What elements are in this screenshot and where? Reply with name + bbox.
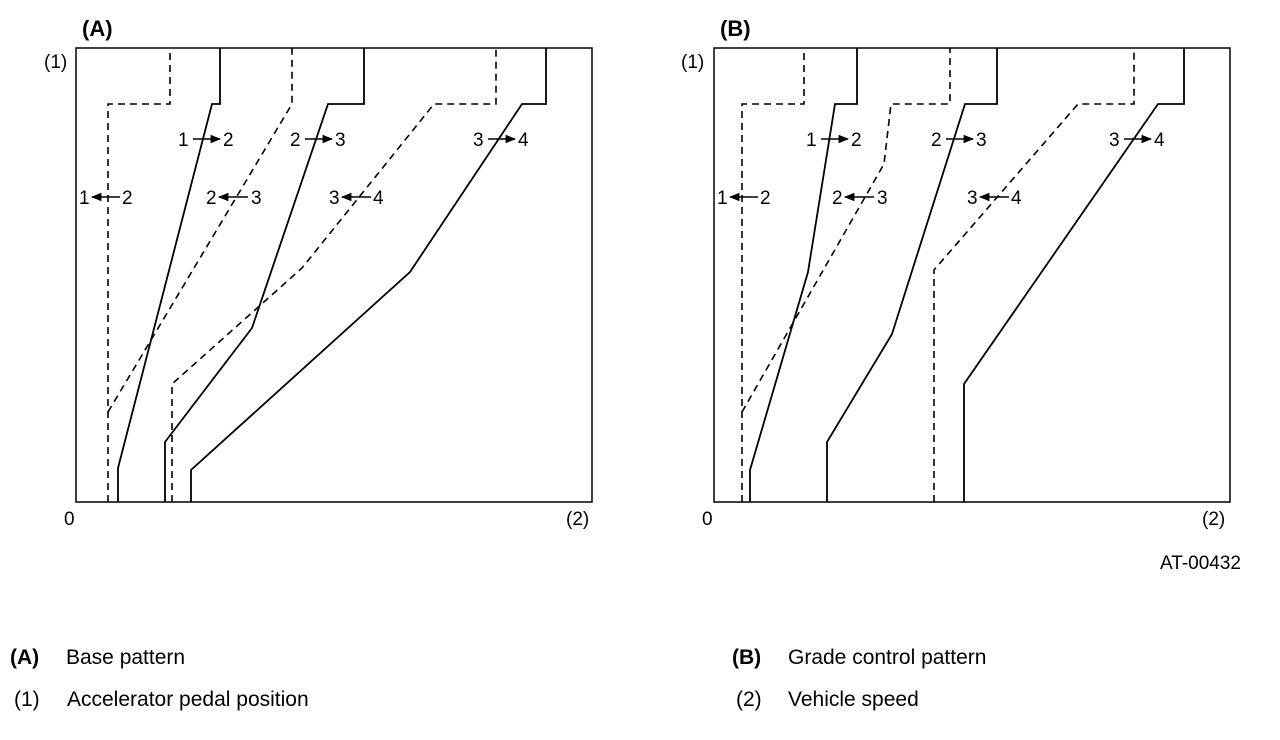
panel-a-upshift-1-2-from: 1 (178, 130, 189, 151)
legend-item-2: (2) Vehicle speed (736, 688, 919, 712)
panel-b-title: (B) (720, 16, 751, 41)
legend-text-b: Grade control pattern (788, 646, 987, 669)
legend-key-a: (A) (10, 646, 40, 669)
panel-b-downshift-2-3-from: 2 (832, 188, 843, 209)
panel-a-downshift-1-2-from: 1 (79, 188, 90, 209)
panel-a-downshift-1-2-line (107, 48, 171, 502)
panel-a-y-axis-marker: (1) (44, 52, 67, 73)
legend-item-1: (1) Accelerator pedal position (14, 688, 309, 712)
panel-b-upshift-1-2-to: 2 (851, 130, 862, 151)
legend-text-a: Base pattern (66, 646, 186, 669)
panel-a-downshift-1-2-to: 2 (122, 188, 133, 209)
panel-a-x-axis-marker: (2) (566, 509, 589, 530)
panel-a-plot-frame (75, 47, 593, 503)
panel-b-plot-frame (713, 47, 1231, 503)
panel-b-upshift-2-3-to: 3 (976, 130, 987, 151)
legend-item-a: (A) Base pattern (10, 646, 185, 670)
panel-a-upshift-3-4-from: 3 (473, 130, 484, 151)
panel-a-upshift-1-2-to: 2 (223, 130, 234, 151)
panel-a-downshift-2-3-line (107, 48, 293, 413)
panel-b-upshift-1-2-from: 1 (806, 130, 817, 151)
panel-b-y-axis-marker: (1) (681, 52, 704, 73)
panel-b-upshift-2-3-from: 2 (931, 130, 942, 151)
legend-item-b: (B) Grade control pattern (732, 646, 986, 670)
panel-a-upshift-2-3-line (164, 48, 365, 502)
legend-text-1: Accelerator pedal position (67, 688, 309, 711)
panel-a-upshift-3-4-to: 4 (518, 130, 529, 151)
panel-a-downshift-3-4-to: 4 (373, 188, 384, 209)
legend-key-2: (2) (736, 688, 762, 711)
legend-key-1: (1) (14, 688, 40, 711)
panel-b-downshift-3-4-to: 4 (1011, 188, 1022, 209)
panel-b: (B) (1) 0 (2) 1 2 2 3 3 4 1 2 2 3 3 4 (681, 16, 1231, 530)
legend-key-b: (B) (732, 646, 762, 669)
panel-b-origin-label: 0 (702, 509, 713, 530)
panel-a-downshift-3-4-from: 3 (329, 188, 340, 209)
panel-a-downshift-2-3-to: 3 (251, 188, 262, 209)
panel-a-title: (A) (82, 16, 113, 41)
panel-b-upshift-3-4-to: 4 (1154, 130, 1165, 151)
panel-b-downshift-2-3-to: 3 (877, 188, 888, 209)
panel-b-downshift-1-2-line (741, 48, 805, 502)
panel-b-x-axis-marker: (2) (1202, 509, 1225, 530)
panel-b-upshift-3-4-line (963, 48, 1185, 502)
panel-b-upshift-2-3-line (826, 48, 998, 502)
panel-b-upshift-3-4-from: 3 (1109, 130, 1120, 151)
panel-a-upshift-1-2-line (117, 48, 221, 502)
panel-b-downshift-3-4-from: 3 (967, 188, 978, 209)
legend-text-2: Vehicle speed (788, 688, 919, 711)
panel-a-upshift-2-3-from: 2 (290, 130, 301, 151)
panel-b-upshift-1-2-line (749, 48, 858, 502)
panel-a-upshift-2-3-to: 3 (335, 130, 346, 151)
panel-b-downshift-1-2-to: 2 (760, 188, 771, 209)
panel-a-downshift-2-3-from: 2 (206, 188, 217, 209)
panel-a-origin-label: 0 (64, 509, 75, 530)
panel-a-upshift-3-4-line (190, 48, 547, 502)
panel-a: (A) (1) 0 (2) 1 2 2 3 3 4 1 2 2 3 3 4 (44, 16, 593, 530)
document-id: AT-00432 (1160, 553, 1241, 574)
panel-b-downshift-1-2-from: 1 (717, 188, 728, 209)
panel-a-downshift-3-4-line (171, 48, 497, 502)
panel-b-downshift-2-3-line (741, 48, 951, 413)
